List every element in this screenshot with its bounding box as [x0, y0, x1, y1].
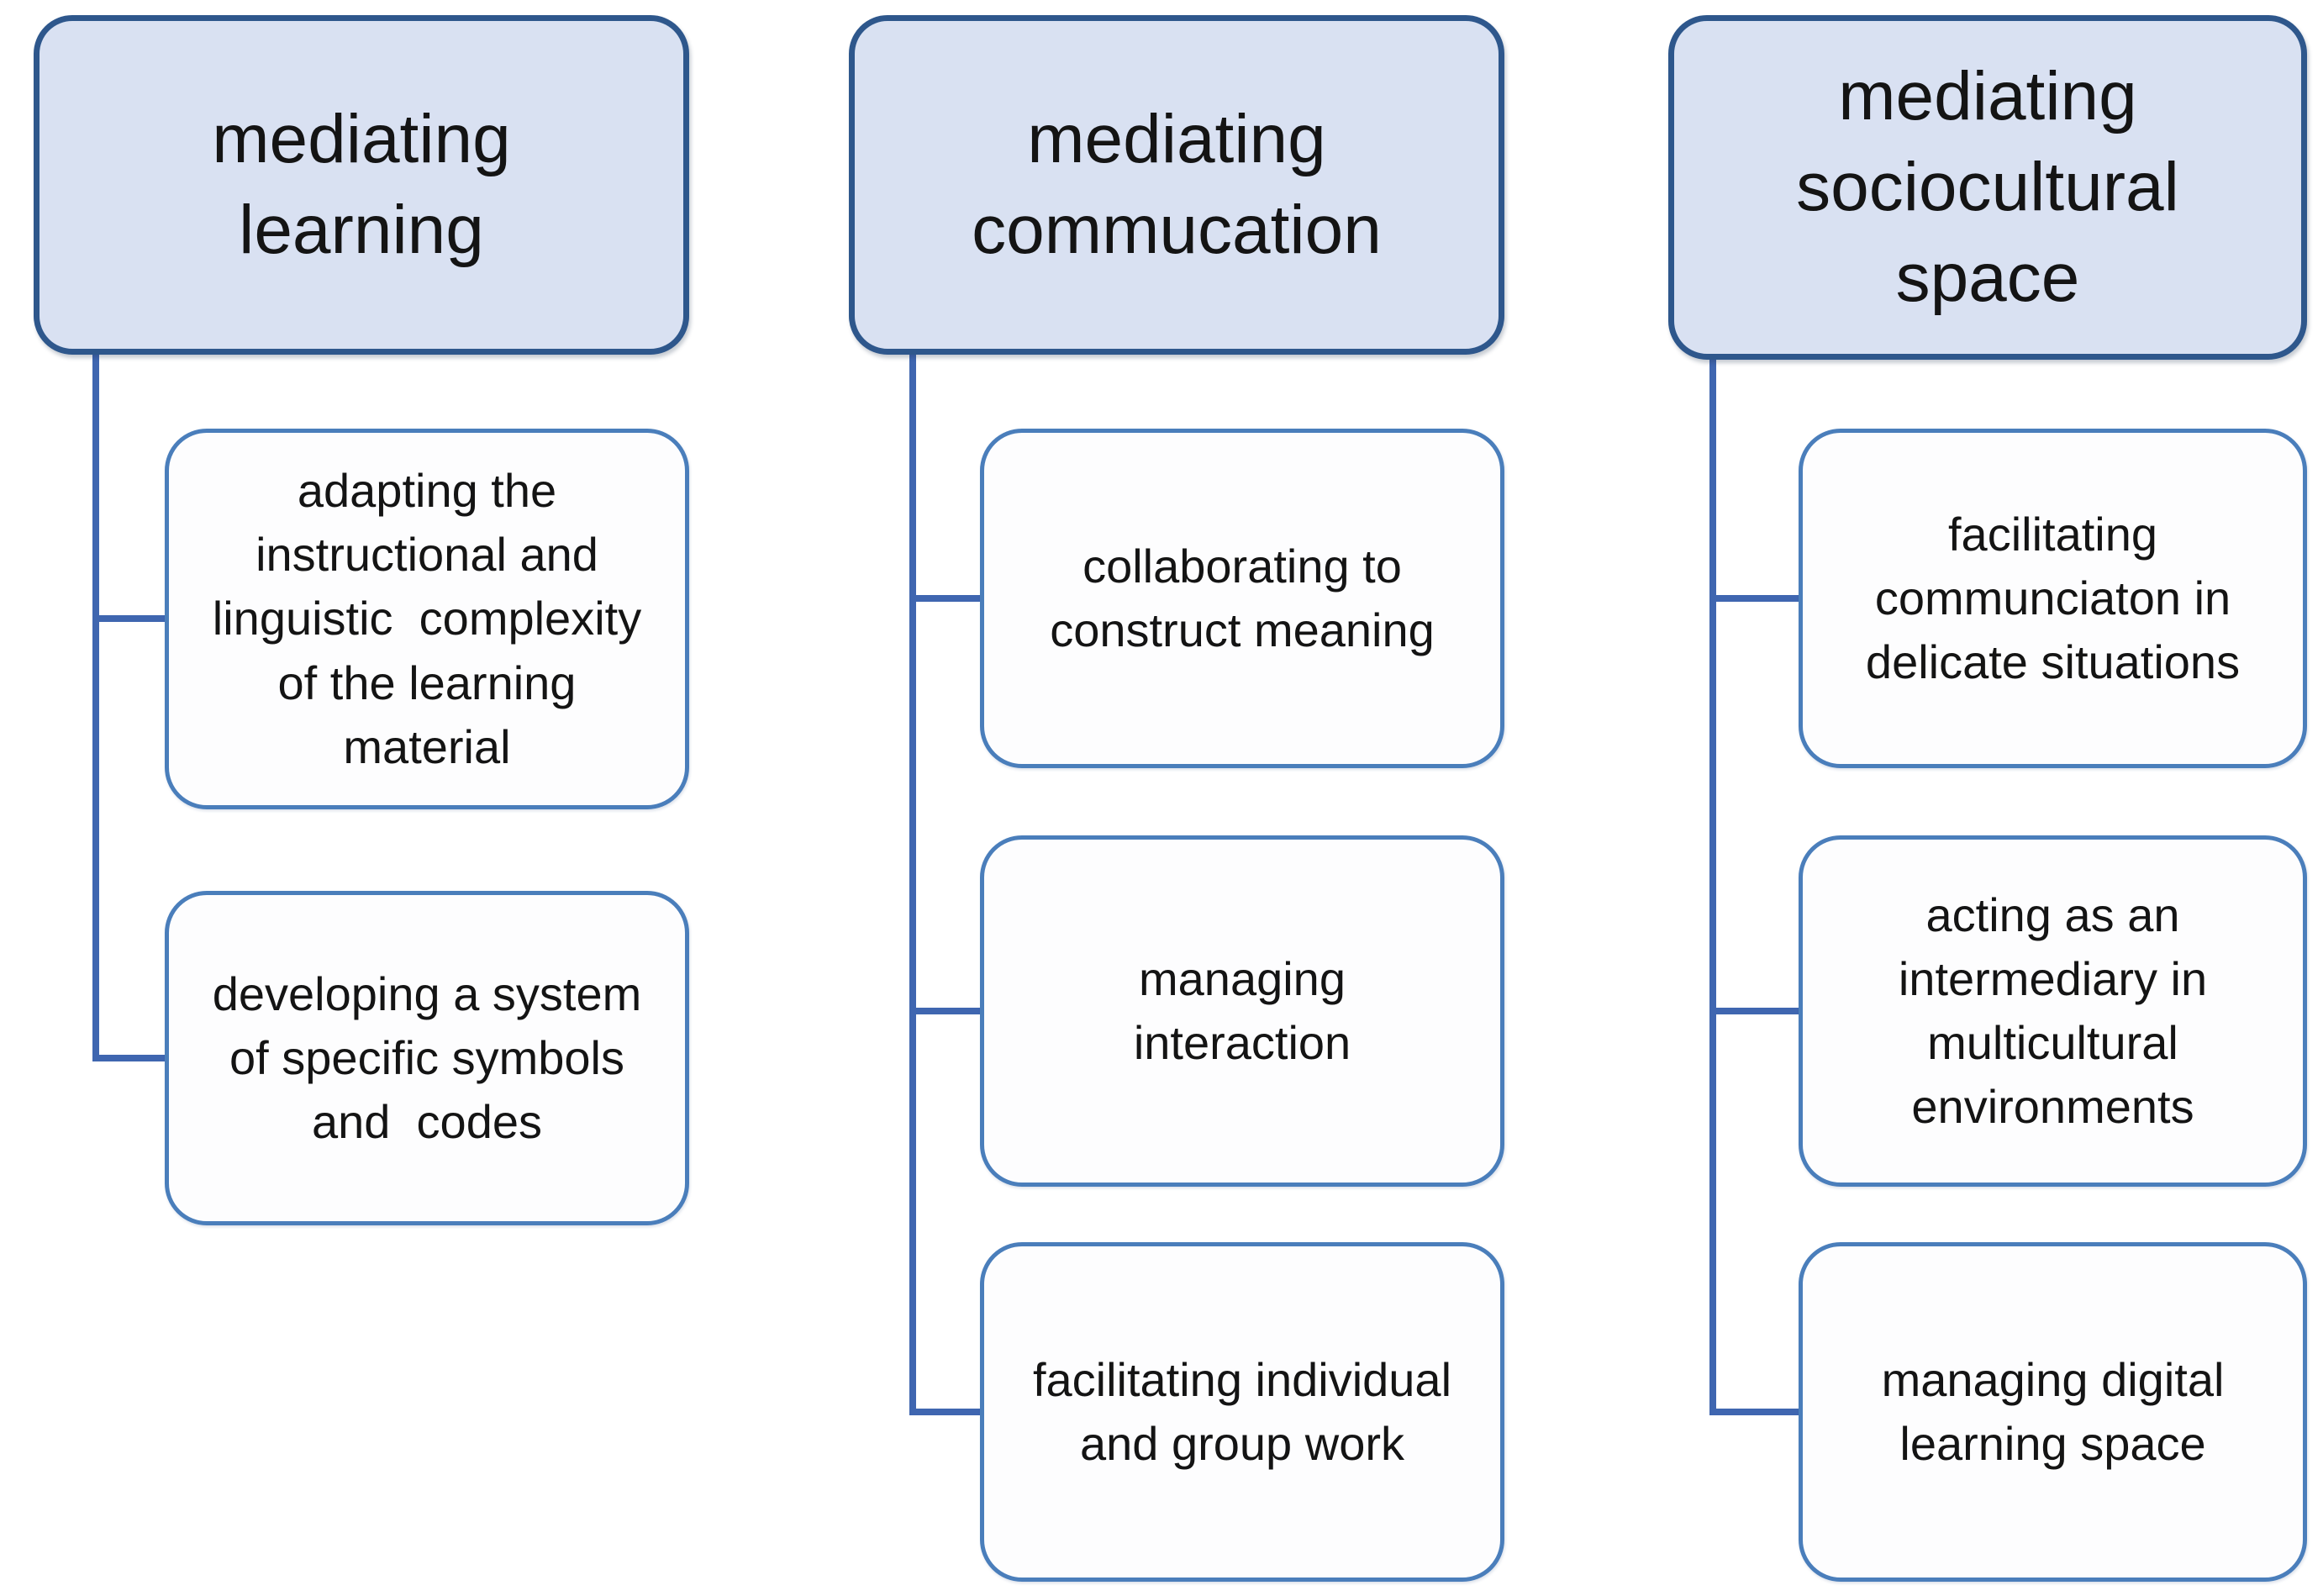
child-label: adapting the instructional and linguisti… — [212, 464, 642, 773]
connector-trunk — [1709, 356, 1716, 1415]
connector-stub — [92, 1055, 168, 1061]
header-box-mediating-learning: mediating learning — [34, 15, 689, 355]
connector-stub — [909, 1008, 983, 1014]
child-label: developing a system of specific symbols … — [212, 967, 642, 1149]
connector-trunk — [92, 351, 99, 1061]
child-label: acting as an intermediary in multicultur… — [1898, 888, 2208, 1134]
child-label: facilitating communciaton in delicate si… — [1865, 507, 2241, 689]
child-box-facilitating-group-work: facilitating individual and group work — [980, 1242, 1504, 1582]
child-label: managing digital learning space — [1881, 1352, 2225, 1470]
child-label: collaborating to construct meaning — [1050, 539, 1435, 656]
child-box-intermediary-multicultural: acting as an intermediary in multicultur… — [1799, 835, 2307, 1187]
child-box-managing-interaction: managing interaction — [980, 835, 1504, 1187]
header-label: mediating learning — [212, 100, 511, 268]
child-box-managing-digital-space: managing digital learning space — [1799, 1242, 2307, 1582]
connector-stub — [909, 595, 983, 602]
connector-stub — [92, 615, 168, 622]
child-box-adapting-complexity: adapting the instructional and linguisti… — [165, 429, 689, 809]
child-label: managing interaction — [1133, 951, 1351, 1069]
child-box-collaborating-meaning: collaborating to construct meaning — [980, 429, 1504, 768]
header-label: mediating sociocultural space — [1796, 57, 2179, 317]
connector-stub — [1709, 1008, 1802, 1014]
connector-stub — [909, 1409, 983, 1415]
header-box-mediating-sociocultural-space: mediating sociocultural space — [1668, 15, 2307, 360]
connector-trunk — [909, 351, 916, 1415]
connector-stub — [1709, 595, 1802, 602]
header-label: mediating commucation — [972, 100, 1382, 268]
child-box-developing-symbols: developing a system of specific symbols … — [165, 891, 689, 1225]
connector-stub — [1709, 1409, 1802, 1415]
child-box-facilitating-delicate-situations: facilitating communciaton in delicate si… — [1799, 429, 2307, 768]
child-label: facilitating individual and group work — [1032, 1352, 1452, 1470]
header-box-mediating-commucation: mediating commucation — [849, 15, 1504, 355]
